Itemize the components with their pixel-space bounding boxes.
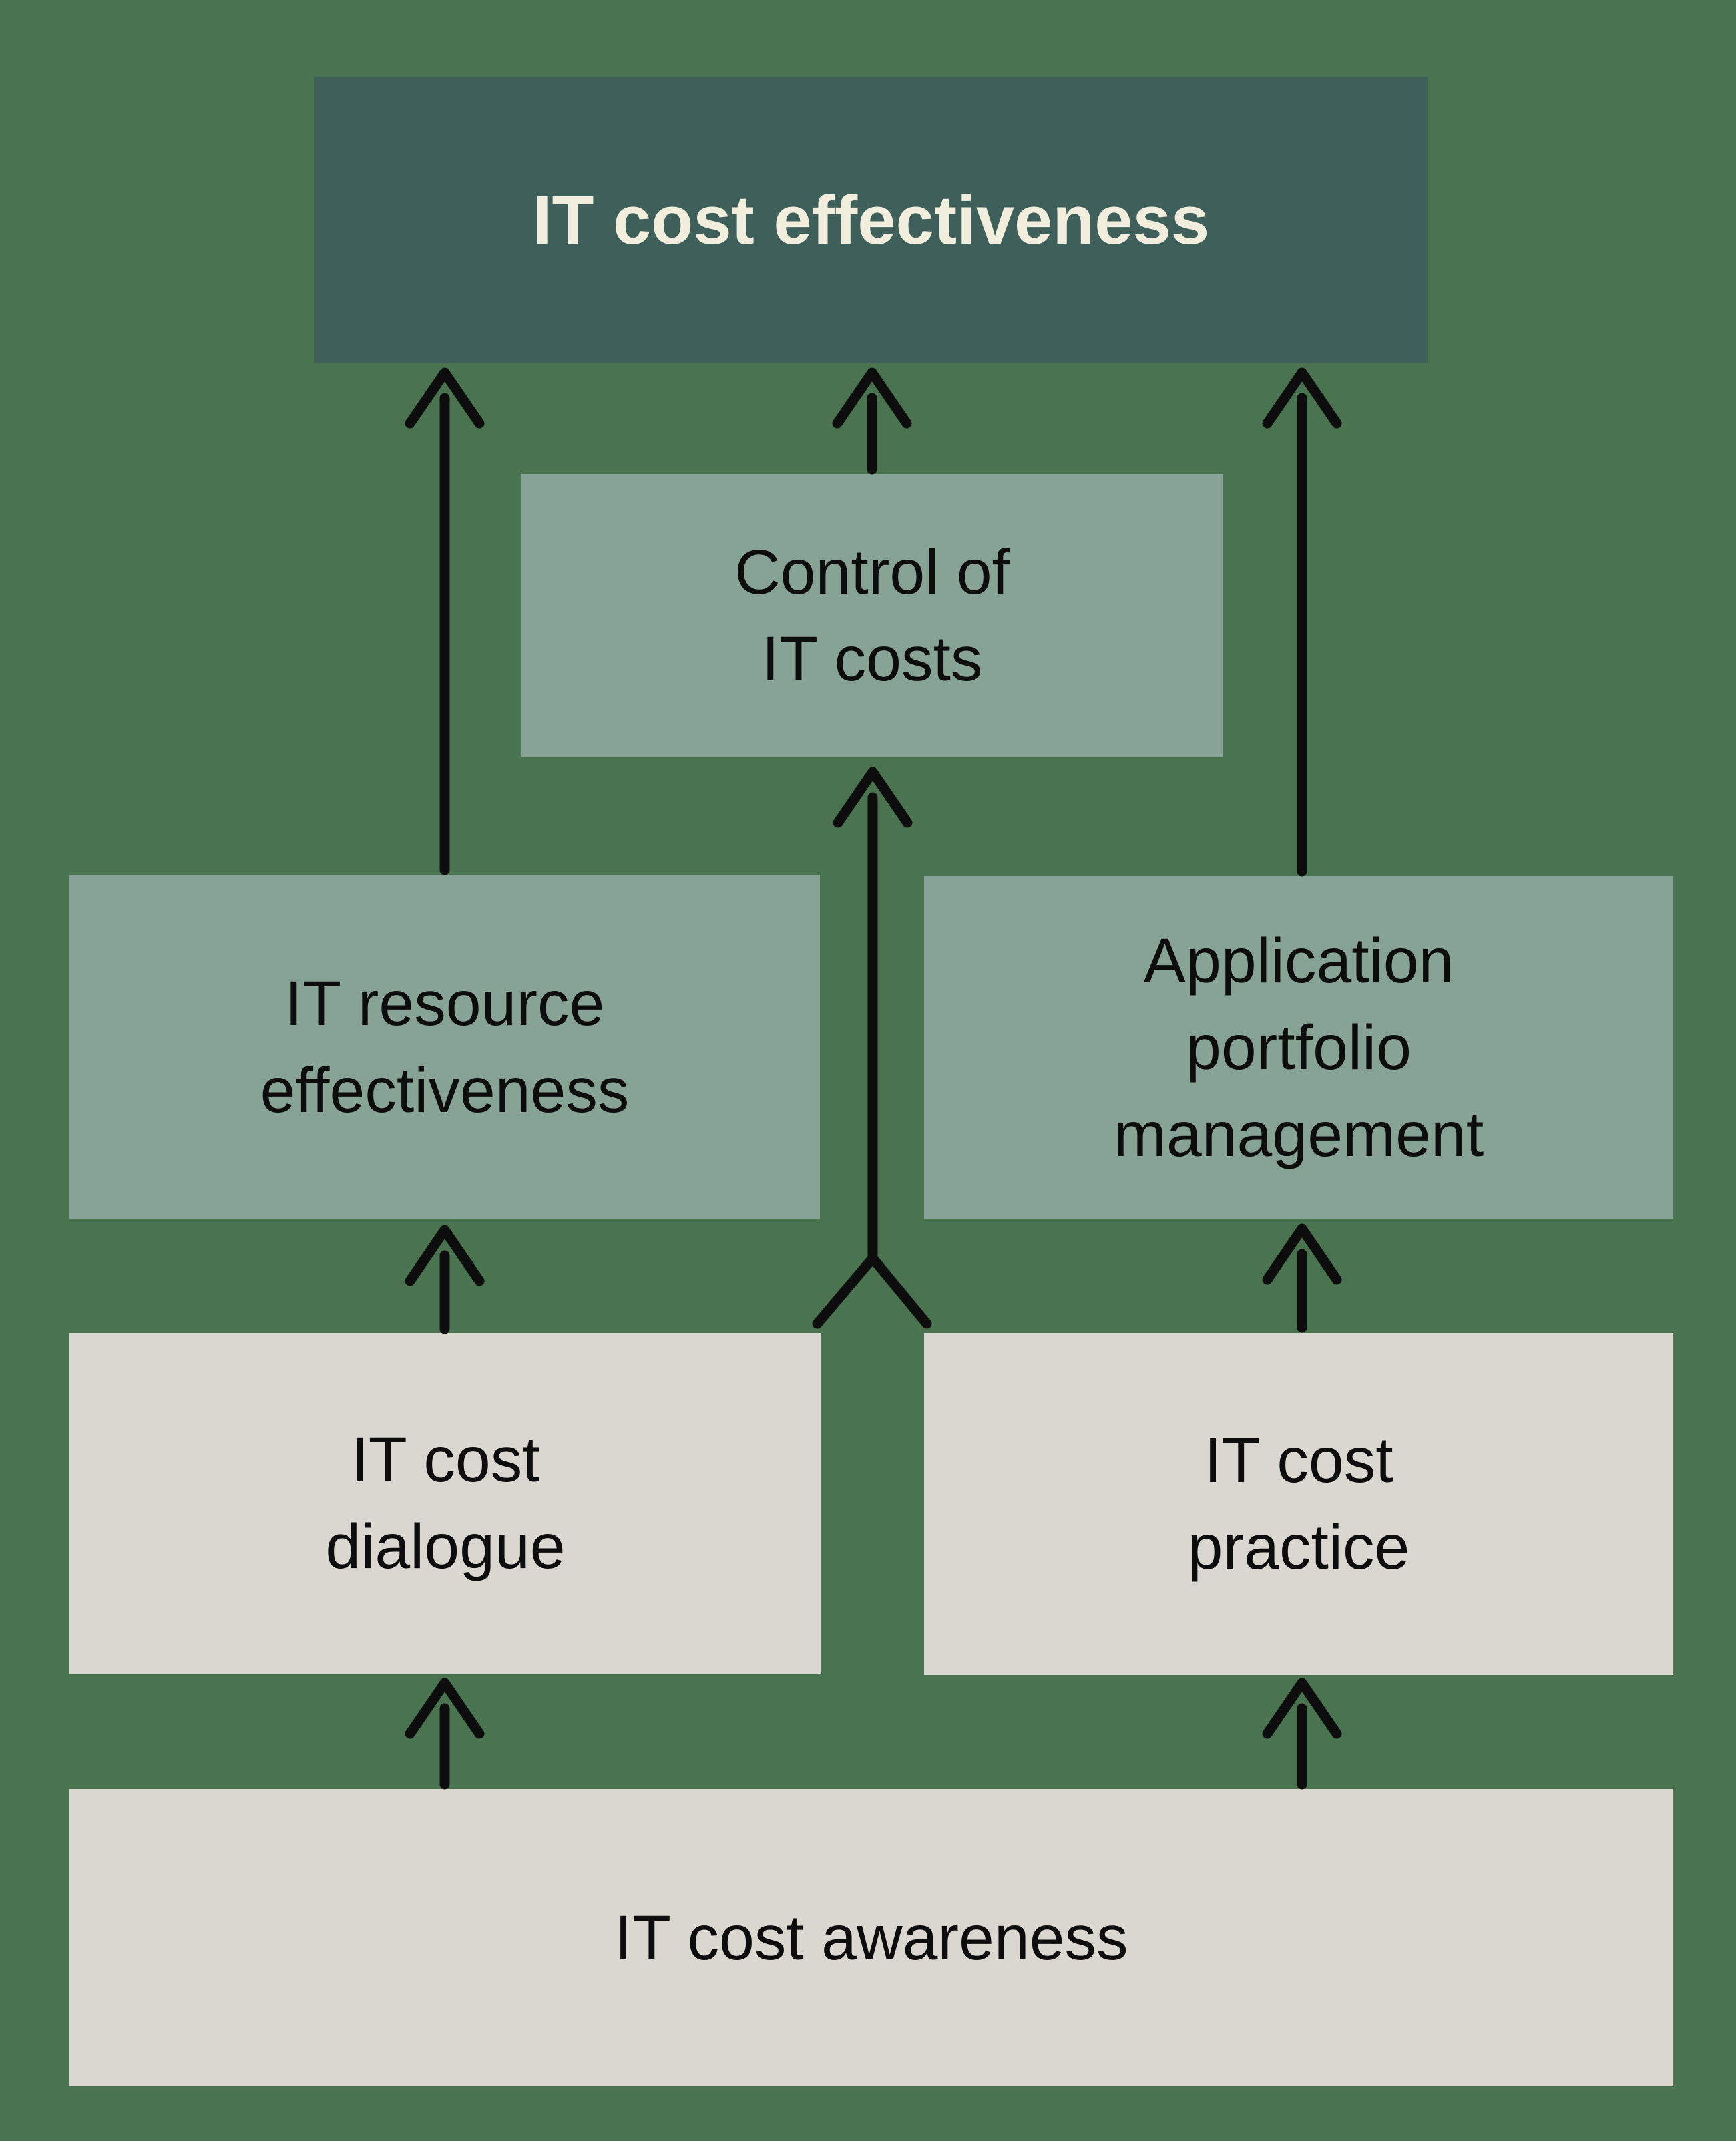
arrow-awareness-to-dialogue: [405, 1678, 485, 1790]
node-control-of-it-costs: Control of IT costs: [521, 474, 1223, 757]
arrow-practice-to-application: [1262, 1223, 1342, 1333]
node-label-line: IT cost: [1204, 1425, 1393, 1496]
arrow-dialogue-to-resource: [405, 1225, 485, 1334]
node-label-line: IT resource: [284, 968, 605, 1039]
node-it-resource-effectiveness: IT resource effectiveness: [69, 875, 820, 1219]
node-it-cost-practice: IT cost practice: [924, 1333, 1673, 1675]
node-label-line: dialogue: [325, 1511, 566, 1582]
node-label-line: IT cost: [351, 1424, 540, 1495]
arrow-awareness-to-practice: [1262, 1678, 1342, 1790]
node-label-line: Application: [1143, 925, 1454, 996]
node-label: IT cost awareness: [614, 1902, 1128, 1973]
node-label-line: portfolio: [1186, 1012, 1412, 1083]
arrow-dialogue-practice-to-control: [812, 767, 932, 1329]
node-label-line: management: [1113, 1099, 1484, 1170]
arrow-resource-to-effectiveness: [405, 367, 485, 875]
node-label: IT cost effectiveness: [532, 181, 1210, 258]
node-label-line: practice: [1187, 1512, 1410, 1583]
node-label-line: effectiveness: [260, 1054, 630, 1126]
node-label-line: IT costs: [761, 624, 983, 695]
node-application-portfolio-management: Application portfolio management: [924, 876, 1673, 1219]
arrow-application-to-effectiveness: [1262, 367, 1342, 877]
node-it-cost-awareness: IT cost awareness: [69, 1789, 1673, 2086]
node-it-cost-effectiveness: IT cost effectiveness: [314, 77, 1428, 363]
node-label-line: Control of: [734, 537, 1010, 608]
arrow-control-to-effectiveness: [832, 367, 912, 475]
node-it-cost-dialogue: IT cost dialogue: [69, 1333, 821, 1674]
